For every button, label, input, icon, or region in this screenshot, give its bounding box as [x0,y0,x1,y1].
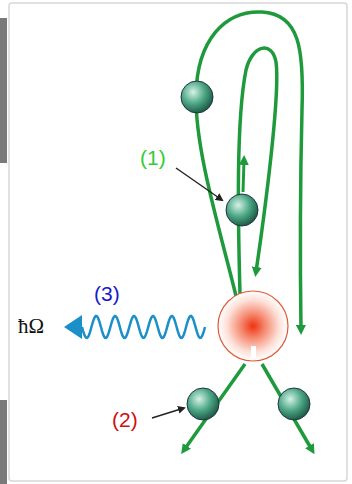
electron-trajectory [238,48,276,294]
electron-trajectory [196,12,302,330]
electron [278,388,310,420]
side-panel [0,400,7,484]
callout-number: (2) [112,409,138,430]
electron-trajectory [184,364,245,450]
leader-arrow [152,408,184,418]
parent-ion [218,291,288,361]
electron [187,388,219,420]
photon-wave [82,316,205,338]
electron [181,81,213,113]
callout-number: (1) [140,147,166,168]
photon-arrowhead [64,315,82,339]
leader-arrow [176,168,222,200]
callout-number: (3) [94,283,120,304]
ion-gap [251,346,256,358]
side-panel [0,18,7,163]
tunneling-arrow [243,160,244,192]
photon-energy: ħΩ [18,316,44,337]
frame [9,3,347,481]
electron-trajectory [262,364,312,450]
electron [226,194,258,226]
